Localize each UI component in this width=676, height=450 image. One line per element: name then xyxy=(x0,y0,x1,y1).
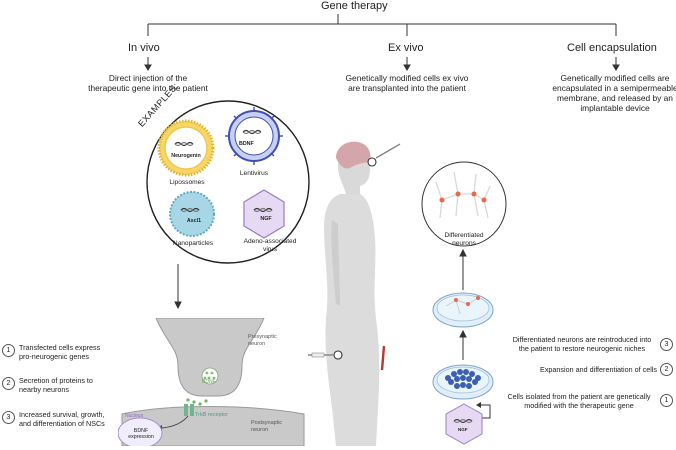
right-step-line: Cells isolated from the patient are gene… xyxy=(507,392,651,401)
encapsulation-desc-line: implantable device xyxy=(580,103,650,113)
ex-vivo-description: Genetically modified cells ex vivo are t… xyxy=(337,73,477,93)
dna-label: NGF xyxy=(458,427,468,432)
presynaptic-label-line: Presynaptic xyxy=(248,334,277,340)
left-step-text: Secretion of proteins to nearby neurons xyxy=(19,376,93,394)
encapsulation-desc-line: encapsulated in a semipermeable xyxy=(552,83,676,93)
examples-circle xyxy=(146,100,310,264)
human-body xyxy=(308,141,401,446)
encapsulation-desc-line: Genetically modified cells are xyxy=(560,73,670,83)
nanoparticle-gene-label: Ascl1 xyxy=(186,218,202,224)
left-step-text: Increased survival, growth, and differen… xyxy=(19,410,105,428)
postsynaptic-label-line: Postsynaptic xyxy=(251,420,283,426)
lentivirus-icon xyxy=(225,107,283,165)
left-step-number: 3 xyxy=(2,411,15,424)
nanoparticle-icon xyxy=(169,191,215,237)
right-step-line: modified with the therapeutic gene xyxy=(524,401,634,410)
postsynaptic-label: Postsynaptic neuron xyxy=(251,420,282,433)
presynaptic-label-line: neuron xyxy=(248,340,266,347)
in-vivo-description: Direct injection of the therapeutic gene… xyxy=(78,73,218,93)
right-step-line: the patient to restore neurogenic niches xyxy=(518,344,646,353)
right-step-text: Expansion and differentiation of cells xyxy=(522,365,657,374)
left-step-line: Secretion of proteins to xyxy=(19,376,93,385)
lentivirus-gene-label: BDNF xyxy=(239,141,254,147)
differentiated-neurons-line: neurons xyxy=(452,240,476,247)
in-vivo-label: In vivo xyxy=(128,42,160,54)
encapsulation-description: Genetically modified cells are encapsula… xyxy=(547,73,676,113)
left-step-line: Increased survival, growth, xyxy=(19,410,105,419)
right-step-text: Cells isolated from the patient are gene… xyxy=(500,392,658,410)
aav-icon xyxy=(243,189,285,239)
nanoparticle-label: Nanoparticles xyxy=(172,240,214,247)
right-step-line: Expansion and differentiation of cells xyxy=(540,365,657,374)
postsynaptic-label-line: neuron xyxy=(251,426,269,433)
bdnf-expression-label: BDNF expression xyxy=(124,428,158,440)
lentivirus-label: Lentivirus xyxy=(239,170,269,177)
liposome-label: Lipossomes xyxy=(169,179,205,186)
left-step-text: Transfected cells express pro-neurogenic… xyxy=(19,343,100,361)
right-step-line: Differentiated neurons are reintroduced … xyxy=(512,335,652,344)
right-step-number: 2 xyxy=(660,363,673,376)
presynaptic-label: Presynaptic neuron xyxy=(248,334,277,347)
right-step-number: 1 xyxy=(660,394,673,407)
liposome-icon xyxy=(157,119,215,177)
differentiated-neurons-line: Differentiated xyxy=(444,232,484,239)
synapse-diagram xyxy=(118,318,305,446)
liposome-gene-label: Neurogenin xyxy=(171,153,201,159)
in-vivo-desc-line: Direct injection of the xyxy=(108,73,188,83)
right-step-number: 3 xyxy=(660,338,673,351)
aav-gene-label: NGF xyxy=(260,216,272,222)
bdnf-expression-line: BDNF xyxy=(133,428,149,434)
aav-label-line: virus xyxy=(263,246,277,253)
ex-vivo-desc-line: are transplanted into the patient xyxy=(348,83,466,93)
in-vivo-desc-line: therapeutic gene into the patient xyxy=(88,83,208,93)
left-step-line: Transfected cells express xyxy=(19,343,101,352)
dna-hexagon-icon xyxy=(445,403,483,445)
left-step-number: 1 xyxy=(2,344,15,357)
ex-vivo-label: Ex vivo xyxy=(388,42,424,54)
ex-vivo-process xyxy=(421,161,507,445)
left-step-line: pro-neurogenic genes xyxy=(19,352,89,361)
nucleus-label: Nucleus xyxy=(125,413,144,419)
bdnf-label: BDNF xyxy=(202,379,216,385)
differentiated-neurons-label: Differentiated neurons xyxy=(424,232,504,248)
cell-encapsulation-label: Cell encapsulation xyxy=(567,42,657,54)
aav-label-line: Adeno-associated xyxy=(243,238,297,245)
encapsulation-desc-line: membrane, and released by an xyxy=(557,93,673,103)
left-step-number: 2 xyxy=(2,377,15,390)
bdnf-expression-line: expression xyxy=(128,434,154,440)
left-step-line: and differentiation of NSCs xyxy=(19,419,105,428)
right-step-text: Differentiated neurons are reintroduced … xyxy=(507,335,657,353)
trkb-receptor-label: TrkB receptor xyxy=(195,412,229,418)
ex-vivo-desc-line: Genetically modified cells ex vivo xyxy=(345,73,469,83)
main-title: Gene therapy xyxy=(321,0,388,12)
left-step-line: nearby neurons xyxy=(19,385,69,394)
aav-label: Adeno-associated virus xyxy=(242,238,298,254)
